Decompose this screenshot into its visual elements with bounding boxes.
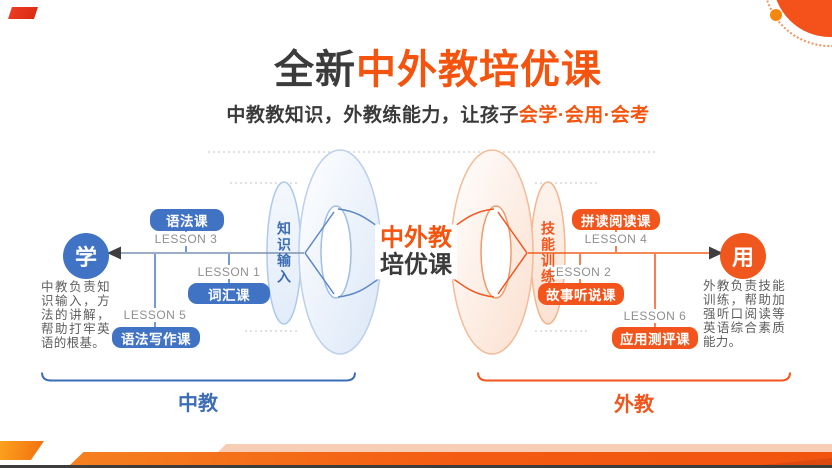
subtitle-black-part: 中教教知识，外教练能力，让孩子: [226, 105, 519, 126]
lesson-label-6: LESSON 6: [620, 309, 690, 323]
top-right-dot-decoration: [770, 9, 782, 21]
lesson-label-5: LESSON 5: [120, 308, 190, 322]
center-course-name-line1: 中外教: [380, 224, 452, 252]
course-pill-phonics-reading: 拼读阅读课: [572, 209, 660, 230]
title-black-part: 全新: [274, 48, 356, 92]
bottom-left-parallelogram: [0, 441, 44, 460]
lesson-label-3: LESSON 3: [151, 232, 221, 246]
course-pill-grammar: 语法课: [150, 209, 224, 231]
bottom-edge-strip: [0, 464, 832, 468]
bottom-orange-band: [70, 451, 832, 465]
lesson-label-4: LESSON 4: [581, 232, 651, 246]
foreign-teacher-description: 外教负责技能训练，帮助加强听口阅读等英语综合素质能力。: [703, 279, 785, 349]
lesson-label-1: LESSON 1: [194, 265, 264, 279]
header: 全新中外教培优课 中教教知识，外教练能力，让孩子会学·会用·会考: [0, 47, 832, 127]
title-orange-part: 中外教培优课: [356, 48, 602, 92]
center-course-name-line2: 培优课: [380, 251, 452, 278]
course-pill-vocabulary: 词汇课: [188, 283, 270, 304]
bottom-right-dark-triangle: [762, 458, 832, 465]
page-subtitle: 中教教知识，外教练能力，让孩子会学·会用·会考: [44, 100, 832, 127]
group-label-chinese-teacher: 中教: [178, 393, 218, 415]
group-label-foreign-teacher: 外教: [614, 394, 654, 416]
course-pill-applied-assessment: 应用测评课: [612, 327, 698, 349]
learn-circle: 学: [63, 233, 109, 279]
course-pill-story-listening: 故事听说课: [538, 283, 624, 305]
use-circle: 用: [720, 233, 766, 279]
skill-training-label: 技能训练: [540, 221, 556, 285]
chinese-teacher-description: 中教负责知识输入，方法的讲解，帮助打牢英语的根基。: [41, 280, 110, 350]
subtitle-orange-part: 会学·会用·会考: [518, 105, 650, 126]
page-title: 全新中外教培优课: [44, 47, 832, 93]
course-pill-grammar-writing: 语法写作课: [112, 327, 200, 348]
top-left-ribbon-decoration: [8, 7, 38, 19]
center-course-name: 中外教 培优课: [375, 224, 457, 280]
knowledge-input-label: 知识输入: [276, 221, 292, 285]
bottom-salmon-band: [218, 444, 832, 452]
